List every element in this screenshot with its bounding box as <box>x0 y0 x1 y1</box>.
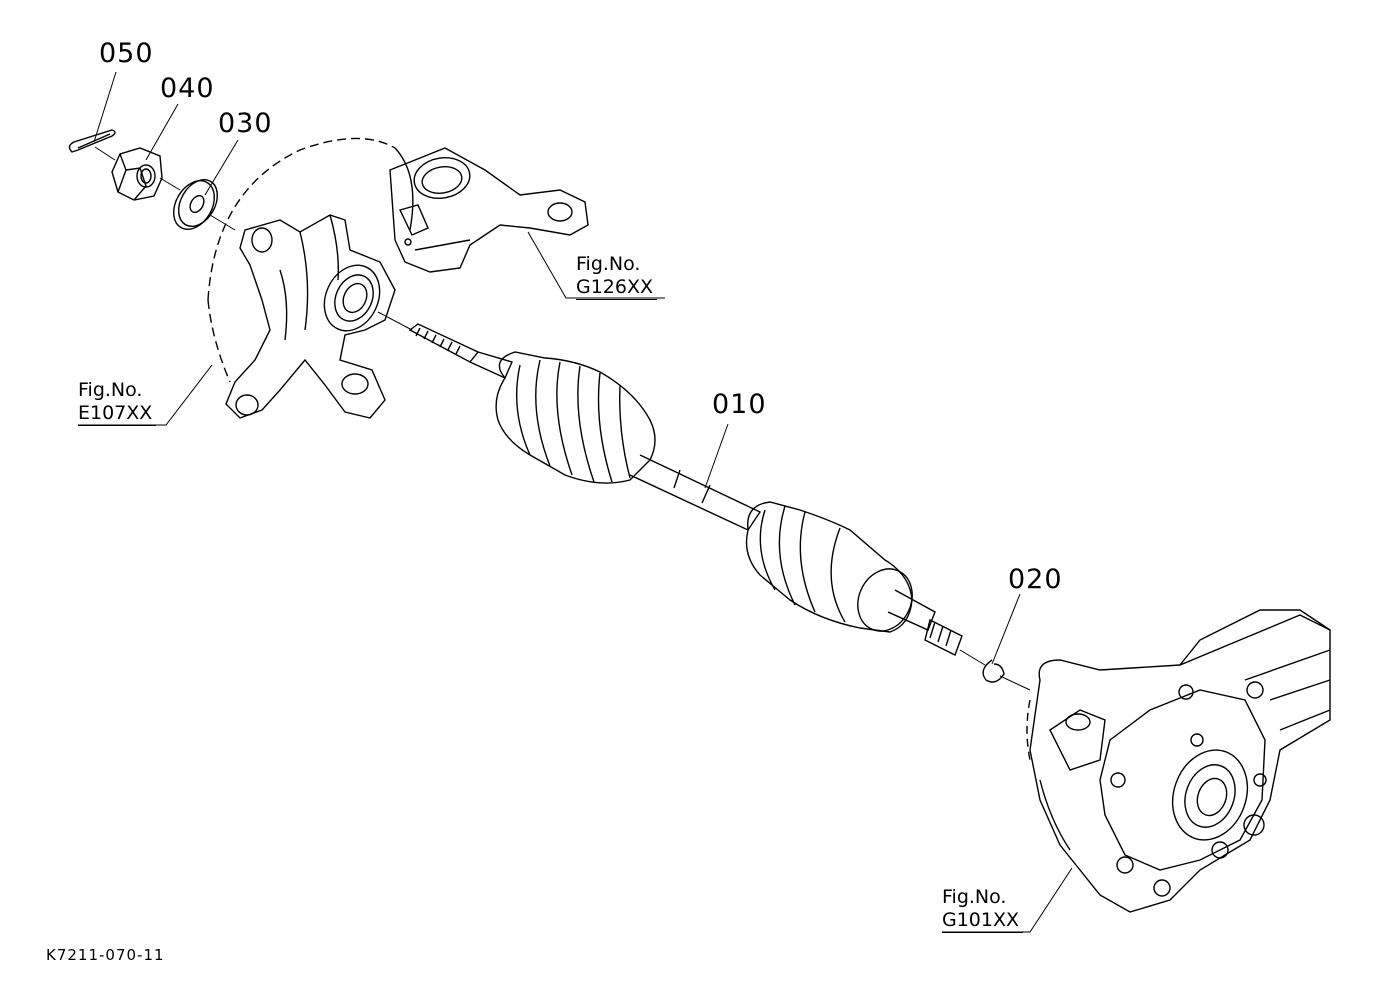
steering-arm-assembly <box>390 148 588 272</box>
figure-ref-e107: Fig.No. E107XX <box>78 379 157 426</box>
drive-shaft-part-010 <box>410 324 962 655</box>
figure-ref-g101: Fig.No. G101XX <box>942 886 1024 933</box>
drawing-code: K7211-070-11 <box>46 946 165 964</box>
washer-part-030 <box>165 173 225 237</box>
snap-ring-part-020 <box>983 660 1004 682</box>
steering-knuckle-assembly <box>208 138 413 418</box>
callout-030: 030 <box>218 108 273 139</box>
callout-050: 050 <box>99 38 154 69</box>
leader-lines <box>78 72 1072 932</box>
figure-ref-number: E107XX <box>78 402 157 426</box>
callout-010: 010 <box>712 389 767 420</box>
figure-ref-prefix: Fig.No. <box>78 379 143 401</box>
callout-040: 040 <box>160 73 215 104</box>
gear-case-assembly <box>1027 610 1330 912</box>
figure-ref-g126: Fig.No. G126XX <box>576 253 658 300</box>
figure-ref-number: G126XX <box>576 276 658 300</box>
figure-ref-prefix: Fig.No. <box>942 886 1007 908</box>
castle-nut-part-040 <box>112 148 162 200</box>
figure-ref-number: G101XX <box>942 909 1024 933</box>
cotter-pin-part-050 <box>69 130 115 152</box>
callout-020: 020 <box>1008 564 1063 595</box>
assembly-axis-lines <box>95 147 1030 690</box>
figure-ref-prefix: Fig.No. <box>576 253 641 275</box>
